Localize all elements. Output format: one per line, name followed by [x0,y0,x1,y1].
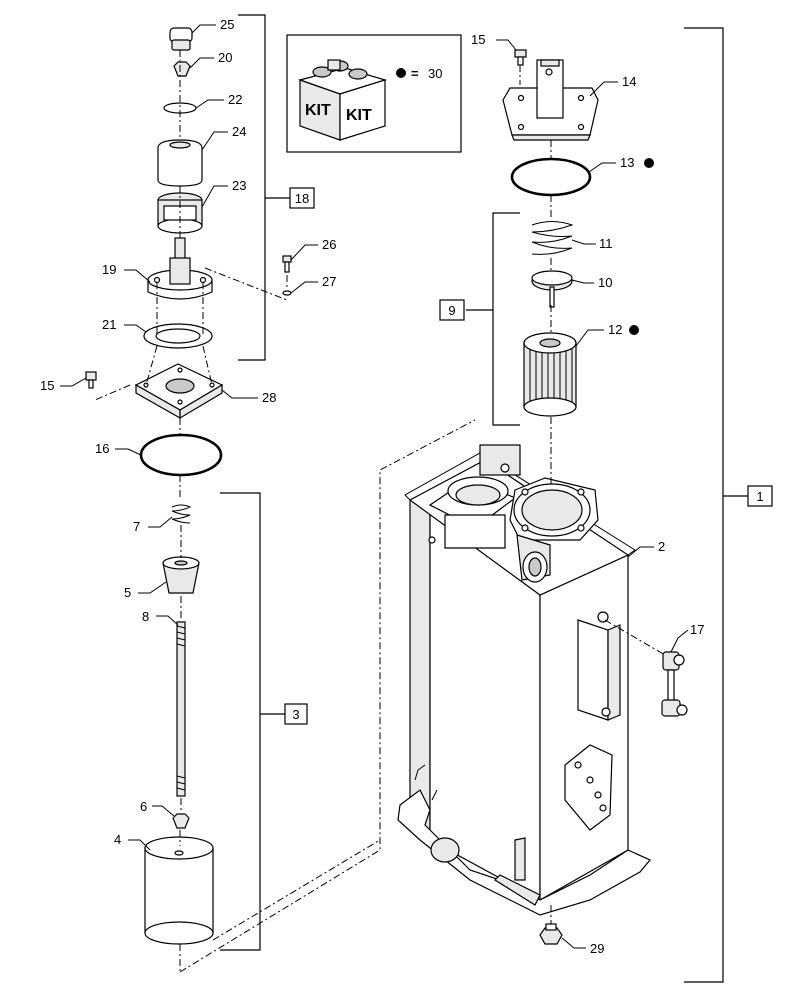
callout-23: 23 [232,178,246,193]
part-7-spring [171,504,192,524]
callout-29: 29 [590,941,604,956]
part-24-bell [157,139,203,187]
part-16-o-ring [139,433,223,477]
callout-28: 28 [262,390,276,405]
kit-legend: KIT KIT = 30 [286,34,462,153]
callout-25: 25 [220,17,234,32]
callout-15-top: 15 [471,32,485,47]
callout-8: 8 [142,609,149,624]
part-10-valve [531,270,573,308]
kit-label-right: KIT [346,107,372,124]
callout-22: 22 [228,92,242,107]
callout-15-left: 15 [40,378,54,393]
callout-16: 16 [95,441,109,456]
callout-17: 17 [690,622,704,637]
callout-19: 19 [102,262,116,277]
part-29-drain-plug [539,923,563,945]
callout-24: 24 [232,124,246,139]
part-17-level-sensor [661,651,688,717]
kit-dot-icon-12 [629,325,639,335]
callout-2: 2 [658,539,665,554]
kit-label-left: KIT [305,102,331,119]
assembly-guide-lines [94,50,666,973]
part-14-cover-plate [502,59,599,141]
part-8-rod [176,621,186,797]
callout-box-9: 9 [439,299,465,321]
callout-box-1: 1 [747,485,773,507]
part-4-filter [144,836,214,945]
assembly-brackets [220,14,748,983]
part-21-gasket [143,323,213,349]
callout-26: 26 [322,237,336,252]
callout-21: 21 [102,317,116,332]
callout-6: 6 [140,799,147,814]
part-26-screw [282,255,292,273]
callout-11: 11 [599,236,613,251]
kit-box-icon: KIT KIT [297,59,388,141]
callout-box-3: 3 [284,703,308,725]
part-11-spring [531,221,574,255]
callout-13: 13 [620,155,634,170]
part-13-o-ring [510,157,592,197]
callout-14: 14 [622,74,636,89]
callout-7: 7 [133,519,140,534]
callout-box-18: 18 [289,187,315,209]
part-15-bolt-left [85,371,97,389]
kit-dot-icon [396,68,406,78]
part-15-bolt-top [514,49,527,66]
svg-text:3: 3 [292,707,299,722]
bracket-3 [220,492,261,951]
callout-5: 5 [124,585,131,600]
part-6-nut [172,813,190,829]
part-2-hydraulic-tank [397,444,651,916]
callout-20: 20 [218,50,232,65]
svg-text:18: 18 [295,191,309,206]
kit-equals: = [411,66,419,81]
callout-27: 27 [322,274,336,289]
bracket-9 [492,212,520,426]
kit-number: 30 [428,66,442,81]
part-12-filter-cartridge [523,332,577,417]
part-27-washer [282,290,292,296]
callout-10: 10 [598,275,612,290]
callout-4: 4 [114,832,121,847]
part-5-cone [162,556,200,594]
part-19-flange [147,237,213,300]
callout-12: 12 [608,322,622,337]
bracket-1 [684,27,724,983]
svg-text:1: 1 [756,489,763,504]
kit-dot-icon-13 [644,158,654,168]
svg-text:9: 9 [448,303,455,318]
part-20-nut [173,61,191,77]
bracket-18 [238,14,266,361]
callout-labels: 25 20 22 24 23 26 19 27 21 15 28 16 7 5 … [40,17,704,956]
part-25-cap [169,27,193,51]
